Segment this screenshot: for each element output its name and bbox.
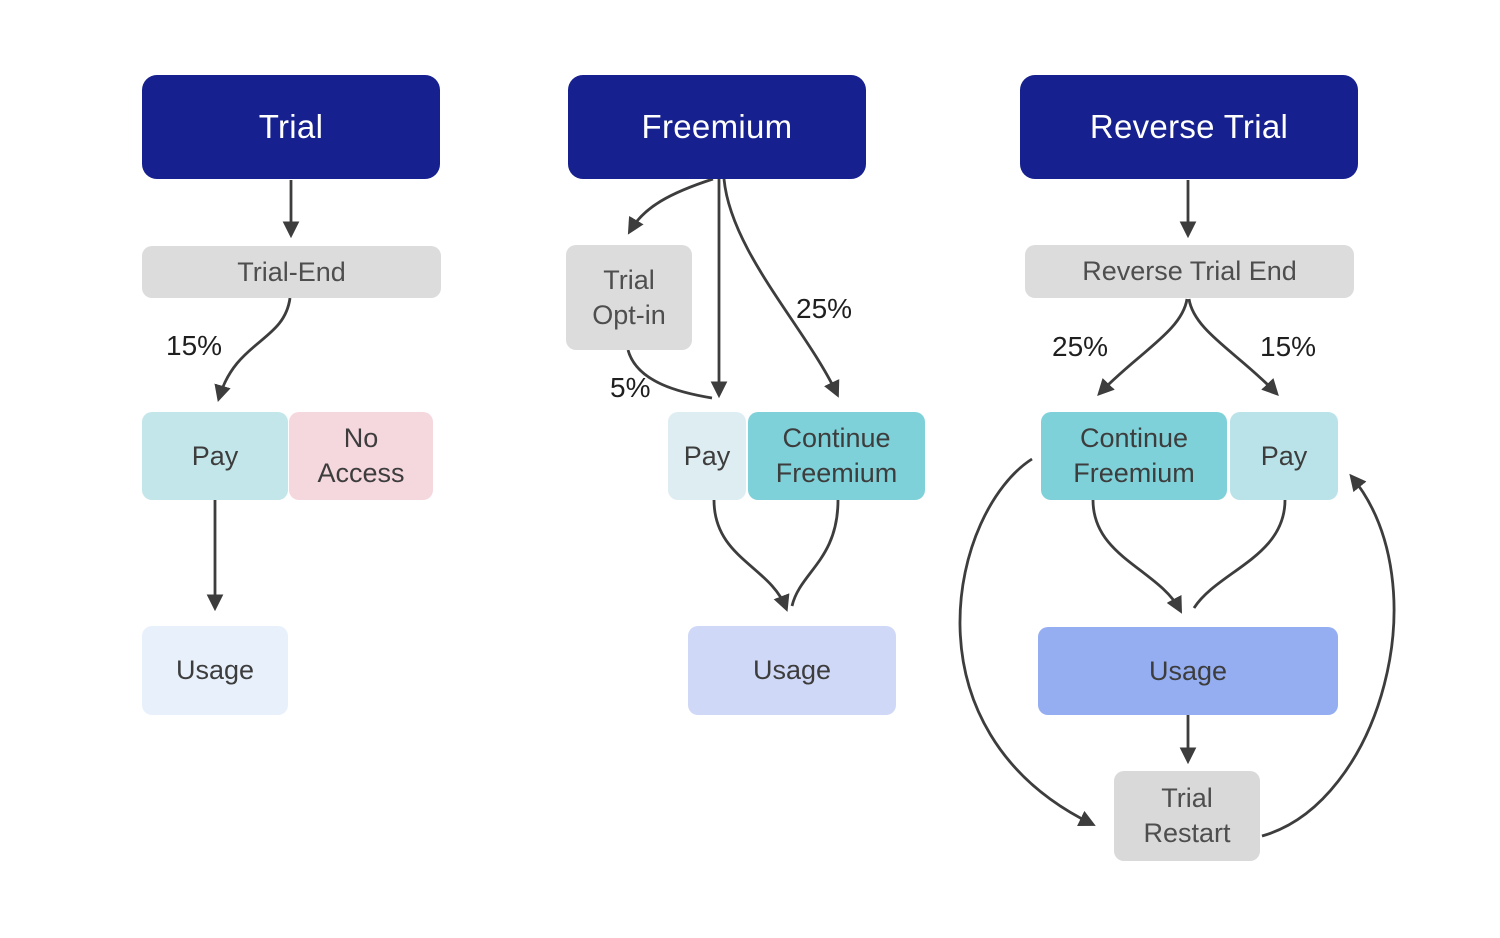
arrow-reverse-continue-to-usage xyxy=(1091,499,1182,614)
freemium-continue-freemium-node: Continue Freemium xyxy=(748,412,925,500)
reverse-trial-restart-node: Trial Restart xyxy=(1114,771,1260,861)
trial-pay-node: Pay xyxy=(142,412,288,500)
reverse-trial-header: Reverse Trial xyxy=(1020,75,1358,179)
freemium-usage-node: Usage xyxy=(688,626,896,715)
reverse-trial-end-node: Reverse Trial End xyxy=(1025,245,1354,298)
freemium-trial-opt-in-node: Trial Opt-in xyxy=(566,245,692,350)
reverse-usage-node: Usage xyxy=(1038,627,1338,715)
freemium-continue-rate-label: 25% xyxy=(796,293,853,324)
freemium-opt-in-pay-rate-label: 5% xyxy=(610,372,651,403)
freemium-header: Freemium xyxy=(568,75,866,179)
freemium-pay-node: Pay xyxy=(668,412,746,500)
trial-end-node: Trial-End xyxy=(142,246,441,298)
trial-no-access-node: No Access xyxy=(289,412,433,500)
arrow-reverse-pay-to-usage xyxy=(1192,499,1287,609)
trial-header: Trial xyxy=(142,75,440,179)
arrow-reverseend-to-continue xyxy=(1097,298,1189,397)
trial-pay-rate-label: 15% xyxy=(166,330,223,361)
arrow-freemium-continue-to-usage xyxy=(790,499,840,607)
reverse-continue-freemium-node: Continue Freemium xyxy=(1041,412,1227,500)
reverse-continue-rate-label: 25% xyxy=(1052,331,1109,362)
arrow-freemium-pay-to-usage xyxy=(712,499,790,612)
trial-usage-node: Usage xyxy=(142,626,288,715)
reverse-pay-node: Pay xyxy=(1230,412,1338,500)
reverse-pay-rate-label: 15% xyxy=(1260,331,1317,362)
arrow-freemium-to-trialoptin xyxy=(627,177,714,235)
arrow-freemium-to-continue xyxy=(722,178,840,398)
arrow-trialend-to-pay xyxy=(214,297,292,403)
